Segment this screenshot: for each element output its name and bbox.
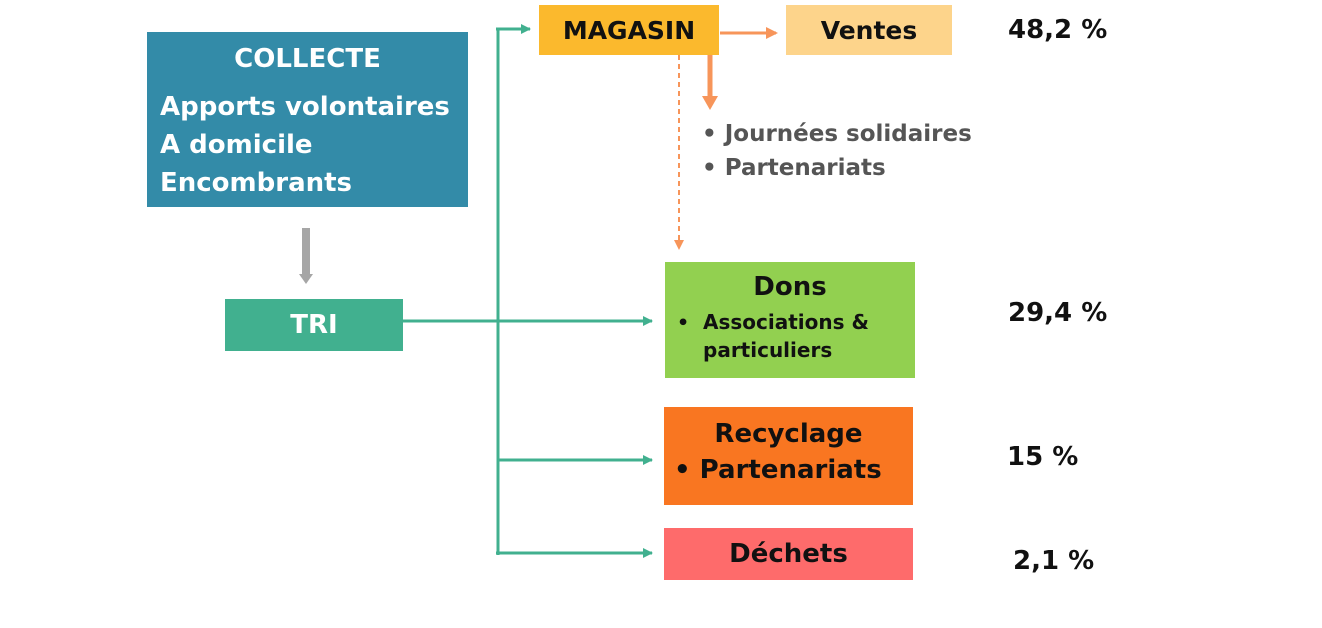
- collecte-line-domicile: A domicile: [160, 130, 313, 160]
- ventes-box: Ventes: [786, 5, 952, 55]
- dechets-label: Déchets: [729, 539, 848, 569]
- recyclage-box: Recyclage • Partenariats: [664, 407, 913, 505]
- dons-line-associations: Associations &: [703, 310, 869, 334]
- tri-box: TRI: [225, 299, 403, 351]
- dons-line-particuliers: particuliers: [703, 338, 833, 362]
- magasin-label: MAGASIN: [562, 15, 696, 45]
- ventes-percentage: 48,2 %: [1008, 15, 1108, 45]
- collecte-line-encombrants: Encombrants: [160, 168, 353, 198]
- recyclage-percentage: 15 %: [1007, 442, 1079, 472]
- recyclage-item-partenariats: • Partenariats: [674, 455, 882, 485]
- tri-label: TRI: [290, 310, 338, 340]
- ventes-label: Ventes: [820, 15, 918, 45]
- collecte-line-apports: Apports volontaires: [160, 92, 450, 122]
- dons-box: Dons • Associations & particuliers: [665, 262, 915, 378]
- dechets-percentage: 2,1 %: [1013, 546, 1095, 576]
- dechets-box: Déchets: [664, 528, 913, 580]
- dons-bullet: •: [677, 312, 690, 334]
- dons-title: Dons: [753, 272, 827, 302]
- dons-percentage: 29,4 %: [1008, 298, 1108, 328]
- collecte-title: COLLECTE: [234, 44, 381, 74]
- magasin-note-journees: • Journées solidaires: [702, 121, 972, 147]
- collecte-box: COLLECTE Apports volontaires A domicile …: [147, 32, 468, 207]
- magasin-box: MAGASIN: [539, 5, 719, 55]
- magasin-note-partenariats: • Partenariats: [702, 155, 886, 181]
- recyclage-title: Recyclage: [714, 419, 863, 449]
